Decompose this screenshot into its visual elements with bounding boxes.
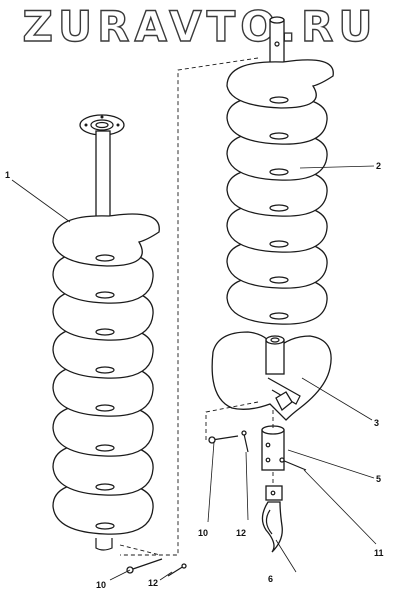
callout-11: 11: [374, 548, 384, 558]
shear-bolt-lower: [126, 558, 163, 574]
cutting-head: [211, 331, 332, 421]
assembly-dashed-lines: [119, 57, 274, 556]
leader-lines: [11, 165, 377, 581]
callout-12-lower: 12: [148, 578, 158, 588]
watermark-logo: ZURAVTO.RU: [22, 1, 378, 51]
auger-hub-ellipse: [269, 240, 289, 248]
auger-hub-ellipse: [269, 96, 289, 104]
auger-flights-left: [52, 213, 160, 535]
auger-hub-ellipse: [95, 291, 115, 299]
auger-flighting-right: [226, 16, 334, 325]
auger-hub-ellipse: [269, 204, 289, 212]
auger-hub-ellipse: [269, 132, 289, 140]
auger-flights-right: [226, 59, 334, 325]
cotter-pin-lower: [167, 563, 187, 577]
callout-10-lower: 10: [96, 580, 106, 590]
auger-hub-ellipse: [95, 404, 115, 412]
auger-assembly-left: [52, 114, 160, 551]
callout-2: 2: [376, 161, 381, 171]
pilot-point: [261, 485, 283, 553]
retaining-pin-11: [279, 457, 307, 471]
adapter-sleeve: [261, 425, 285, 471]
auger-hub-ellipse: [95, 254, 115, 262]
auger-flight-turn: [226, 59, 334, 109]
auger-bottom-end: [95, 538, 113, 551]
auger-hub-ellipse: [269, 276, 289, 284]
cotter-pin-upper: [241, 430, 249, 453]
auger-hub-ellipse: [95, 328, 115, 336]
top-shaft-stub: [269, 16, 285, 65]
callout-5: 5: [376, 474, 381, 484]
callout-1: 1: [5, 170, 10, 180]
auger-hub-ellipse: [95, 522, 115, 530]
auger-hub-ellipse: [269, 312, 289, 320]
shear-bolt-upper: [208, 435, 239, 444]
callout-12-upper: 12: [236, 528, 246, 538]
callout-10-upper: 10: [198, 528, 208, 538]
auger-flight-turn: [52, 213, 160, 267]
auger-hub-ellipse: [95, 483, 115, 491]
auger-hub-ellipse: [95, 444, 115, 452]
callout-3: 3: [374, 418, 379, 428]
callout-6: 6: [268, 574, 273, 584]
auger-hub-ellipse: [269, 168, 289, 176]
auger-hub-ellipse: [95, 366, 115, 374]
mounting-flange: [79, 114, 125, 136]
